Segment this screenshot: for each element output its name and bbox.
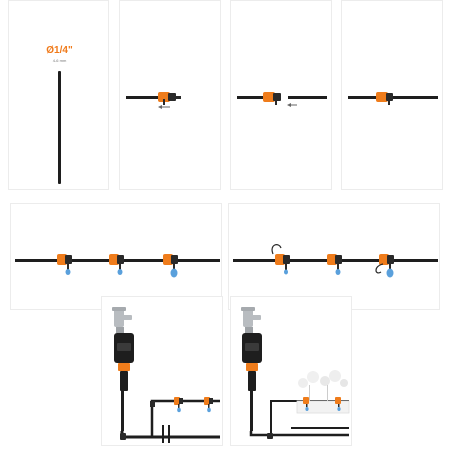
plant-pot-icon [296, 370, 350, 414]
step-panel-7: CLABER [101, 296, 223, 446]
adjustable-drip-line-icon [233, 244, 438, 278]
tube-diameter-label: Ø1/4" [46, 45, 73, 56]
step-panel-4 [341, 0, 443, 190]
planter-irrigation-system-icon [241, 307, 350, 439]
adjustable-dripper-icon [375, 254, 394, 278]
dripper-icon [335, 397, 341, 411]
drip-line-icon [15, 254, 220, 278]
step-panel-6 [228, 203, 440, 310]
tube-size-label: 4-6 mm [52, 58, 67, 63]
dripper-icon [163, 254, 178, 278]
dripper-icon [327, 254, 342, 275]
dripper-icon [303, 397, 309, 411]
step-panel-2 [119, 0, 221, 190]
dripper-icon [204, 397, 213, 413]
dripper-icon [174, 397, 183, 413]
step-panel-5 [10, 203, 222, 310]
dripper-icon [57, 254, 72, 275]
water-tap-icon [112, 307, 132, 333]
step-panel-1: Ø1/4" 4-6 mm [8, 0, 109, 190]
timer-controller-icon [242, 333, 262, 391]
tube-connector-insert-icon [126, 92, 181, 109]
tube-join-icon [237, 92, 327, 107]
connected-tube-icon [348, 92, 438, 105]
spike-stake-icon [162, 425, 170, 443]
adjustable-dripper-icon [271, 244, 290, 275]
step-panel-3 [230, 0, 332, 190]
dripper-icon [109, 254, 124, 275]
tap-timer-system-icon [112, 307, 220, 443]
water-tap-icon [241, 307, 261, 333]
timer-controller-icon [114, 333, 134, 391]
straight-tube-icon [58, 71, 61, 184]
step-panel-8: CLABER [230, 296, 352, 446]
